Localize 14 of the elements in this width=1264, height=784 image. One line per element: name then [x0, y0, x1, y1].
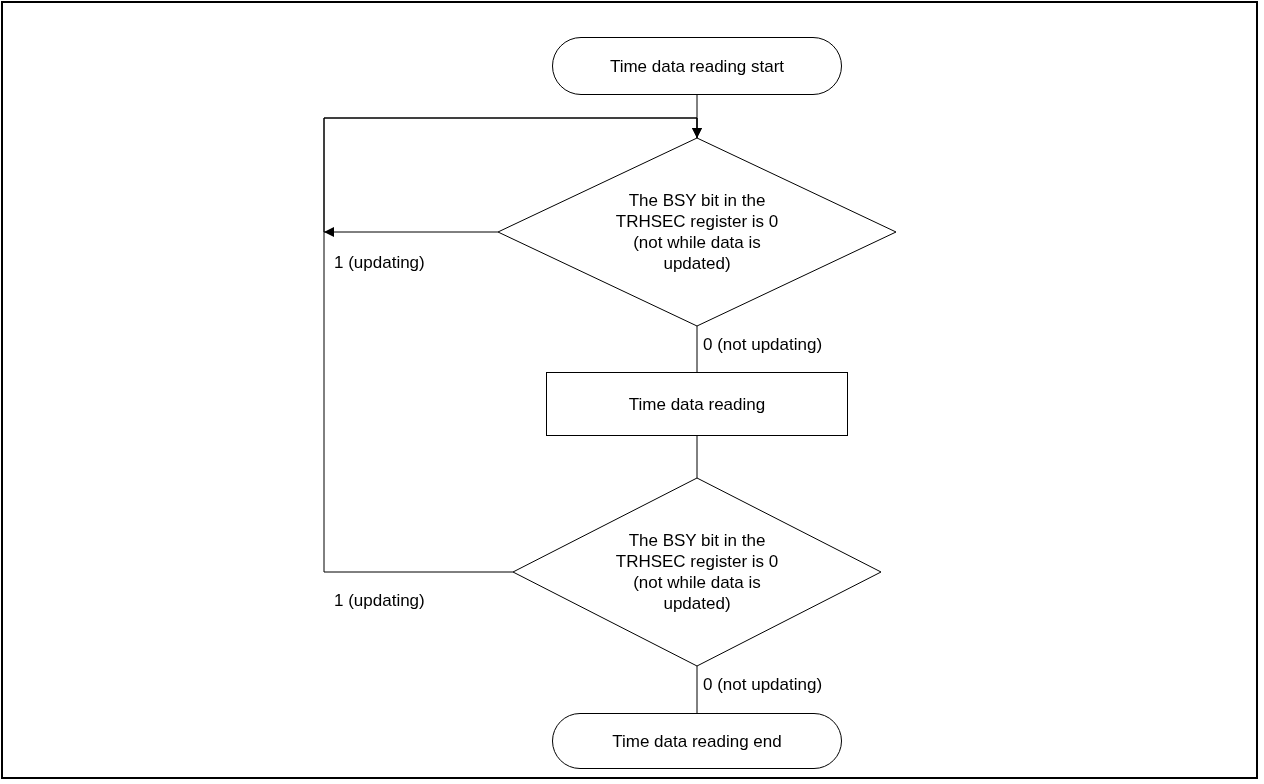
- connector-line: [696, 665, 698, 714]
- node-text: The BSY bit in the TRHSEC register is 0 (not while data is updated): [614, 530, 780, 614]
- arrow: [323, 117, 702, 573]
- node-text: The BSY bit in the TRHSEC register is 0 (not while data is updated): [614, 190, 780, 274]
- process-box: [546, 372, 848, 436]
- connector-line: [696, 325, 698, 373]
- connector-line: [696, 94, 698, 139]
- node-text: Time data reading: [628, 393, 766, 415]
- connector-line: [696, 435, 698, 479]
- decision-diamond: [498, 138, 896, 326]
- terminal-box: [552, 713, 842, 769]
- decision-diamond: [513, 478, 881, 666]
- node-text: Time data reading end: [612, 730, 782, 752]
- node-text: Time data reading start: [609, 55, 785, 77]
